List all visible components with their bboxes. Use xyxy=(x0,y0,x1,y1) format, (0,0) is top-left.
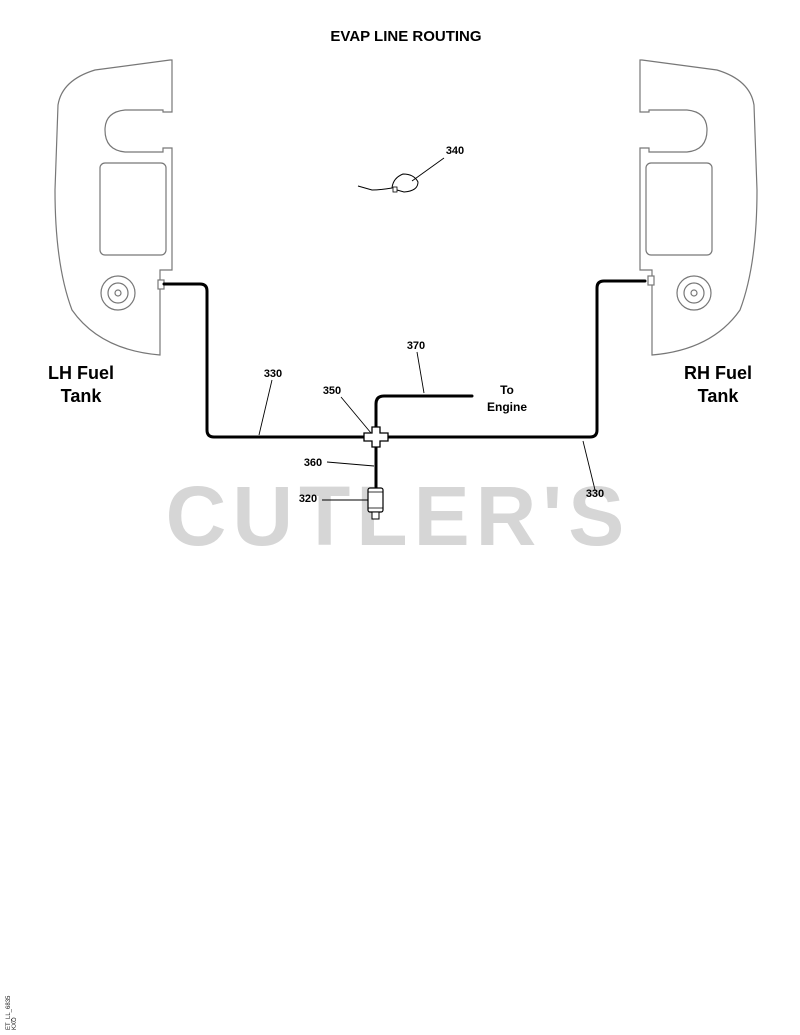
leader-330-left xyxy=(258,379,273,436)
to-engine-label: To Engine xyxy=(487,383,527,414)
lh-tank-panel xyxy=(99,162,167,256)
svg-text:LH Fuel: LH Fuel xyxy=(48,363,114,383)
svg-text:To: To xyxy=(500,383,514,397)
cross-fitting-350 xyxy=(363,426,389,448)
lh-tank-label: LH Fuel Tank xyxy=(48,363,114,406)
callout-350: 350 xyxy=(323,385,341,397)
watermark-text: CUTLER'S xyxy=(166,469,631,563)
rh-tank-label: RH Fuel Tank xyxy=(684,363,752,406)
svg-text:RH Fuel: RH Fuel xyxy=(684,363,752,383)
callout-330-left: 330 xyxy=(264,368,282,380)
leader-330-right xyxy=(582,440,596,491)
evap-tube-370 xyxy=(374,394,474,439)
svg-text:Tank: Tank xyxy=(698,386,740,406)
rh-tank-panel xyxy=(645,162,713,256)
callout-340: 340 xyxy=(446,145,464,157)
callout-330-right: 330 xyxy=(586,488,604,500)
callout-320: 320 xyxy=(299,493,317,505)
svg-text:Engine: Engine xyxy=(487,400,527,414)
leader-370 xyxy=(416,351,425,394)
clip-340 xyxy=(357,157,445,193)
svg-text:KXO: KXO xyxy=(12,1017,18,1030)
leader-350 xyxy=(340,396,372,434)
diagram-title: EVAP LINE ROUTING xyxy=(330,28,481,45)
svg-text:ET_LL_6835: ET_LL_6835 xyxy=(6,995,12,1030)
callout-360: 360 xyxy=(304,457,322,469)
leader-360 xyxy=(326,461,375,467)
document-id: ET_LL_6835 KXO xyxy=(6,995,18,1030)
rh-tank-fitting xyxy=(647,275,655,286)
callout-370: 370 xyxy=(407,340,425,352)
lh-fuel-tank xyxy=(54,59,173,356)
svg-text:Tank: Tank xyxy=(61,386,103,406)
evap-tube-330-right xyxy=(378,279,647,439)
evap-tube-330-left xyxy=(162,282,374,439)
rh-fuel-tank xyxy=(639,59,758,356)
